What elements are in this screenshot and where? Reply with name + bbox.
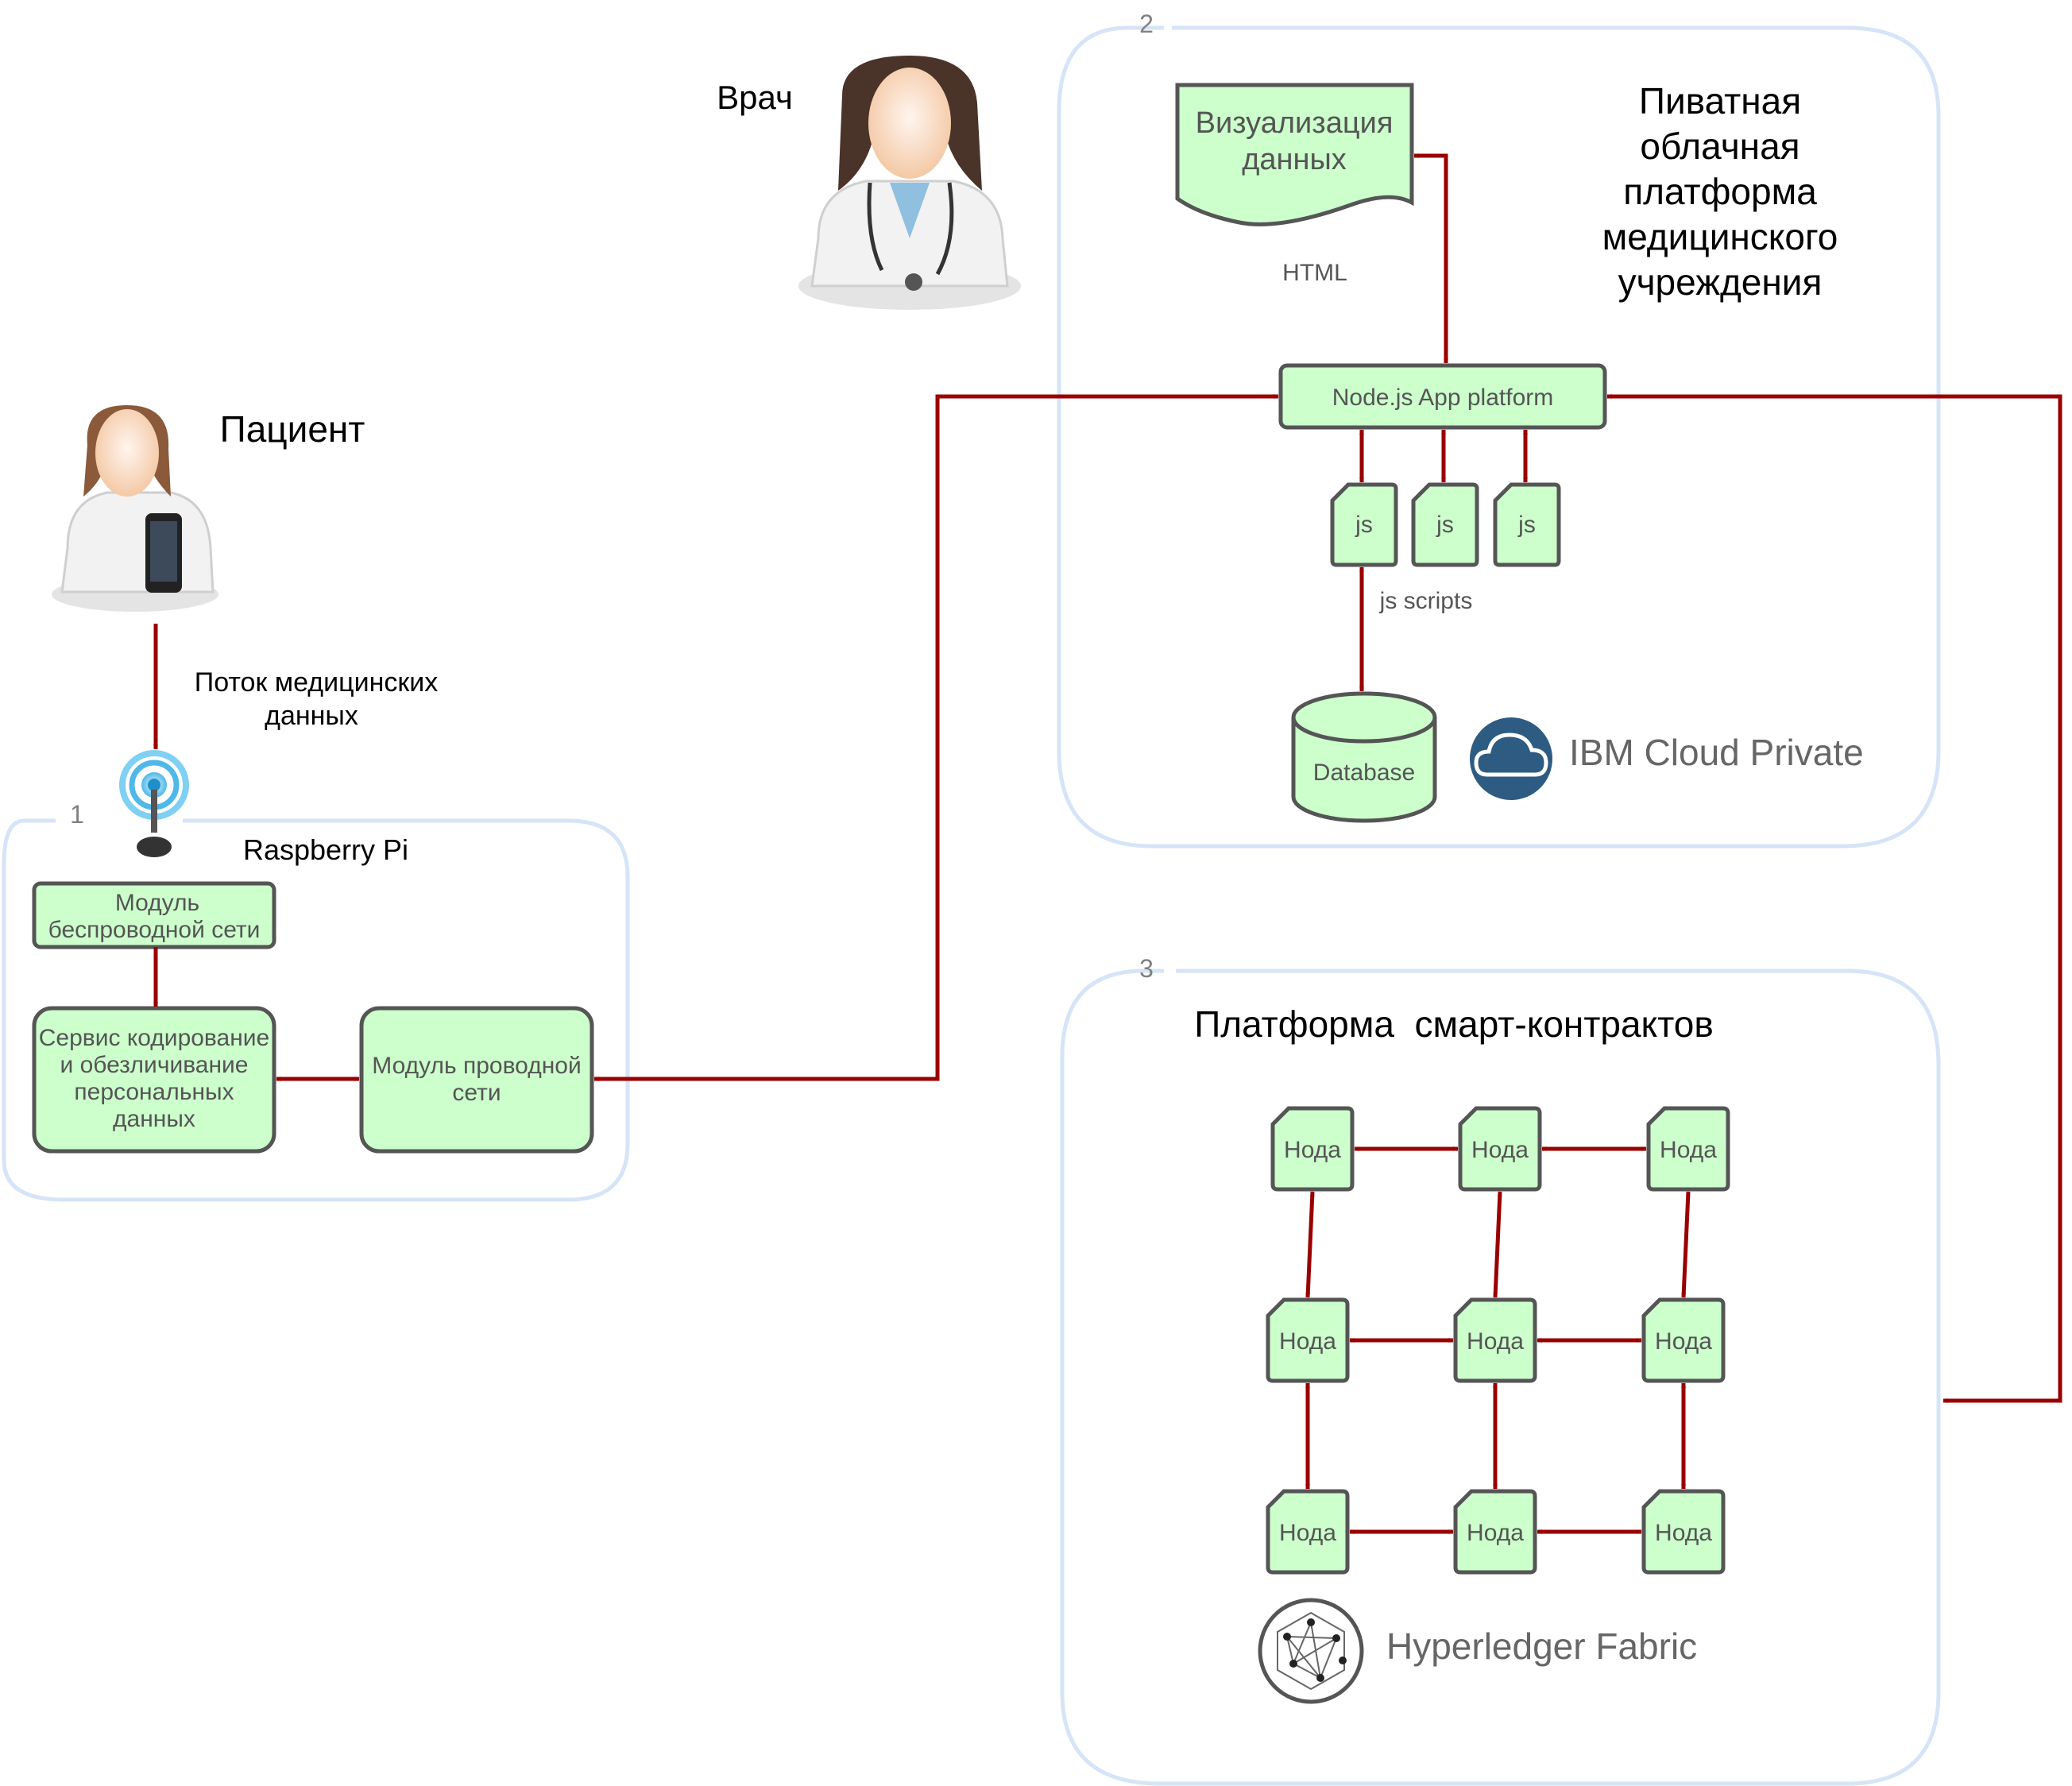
connector-app-platform-to-smart-contracts <box>1606 394 2062 1403</box>
hyperledger-logo-icon <box>1258 1598 1364 1704</box>
private-cloud-title-line-4: медицинского <box>1602 216 1838 257</box>
encoding-service-line-2: и обезличивание <box>60 1052 248 1078</box>
database-label: Database <box>1313 760 1415 786</box>
region-1-number: 1 <box>70 800 84 829</box>
blockchain-node-label: Нода <box>1467 1520 1524 1546</box>
hyperledger-fabric-label: Hyperledger Fabric <box>1386 1626 1697 1667</box>
blockchain-node-label: Нода <box>1284 1137 1341 1163</box>
nodejs-app-platform-block: Node.js App platform <box>1278 363 1607 430</box>
private-cloud-title-line-3: платформа <box>1623 171 1817 212</box>
html-label: HTML <box>1282 260 1347 286</box>
ibm-cloud-brand: IBM Cloud Private <box>1470 717 1864 800</box>
blockchain-node: Нода <box>1646 1106 1730 1192</box>
blockchain-node-label: Нода <box>1655 1328 1712 1355</box>
hyperledger-brand: Hyperledger Fabric <box>1258 1598 1697 1704</box>
node-connector <box>1681 1191 1691 1298</box>
connector-wired-to-app-platform <box>593 394 1279 1081</box>
database-cylinder: Database <box>1291 691 1437 823</box>
data-visualization-block: Визуализация данных <box>1175 83 1414 226</box>
smart-contracts-title: Платформа смарт-контрактов <box>1194 1003 1714 1045</box>
node-connector <box>1305 1191 1315 1298</box>
blockchain-node: Нода <box>1641 1489 1726 1575</box>
js-file-3-label: js <box>1517 512 1536 538</box>
wireless-module-line-1: Модуль <box>115 890 199 916</box>
region-private-cloud: 2 Пиватная облачная платформа медицинско… <box>1057 10 1941 849</box>
connector-visualization-app <box>1413 153 1448 364</box>
encoding-service-block: Сервис кодирование и обезличивание персо… <box>32 1006 276 1154</box>
blockchain-node: Нода <box>1458 1106 1542 1192</box>
region-3-number: 3 <box>1139 954 1154 983</box>
nodejs-app-platform-label: Node.js App platform <box>1332 385 1553 411</box>
wired-module-line-1: Модуль проводной <box>372 1053 581 1079</box>
blockchain-node-label: Нода <box>1660 1137 1717 1163</box>
raspberry-pi-title: Raspberry Pi <box>243 833 408 866</box>
encoding-service-line-4: данных <box>113 1106 195 1132</box>
wireless-module-block: Модуль беспроводной сети <box>32 881 276 949</box>
private-cloud-title-line-1: Пиватная <box>1639 80 1801 122</box>
blockchain-node: Нода <box>1270 1106 1355 1192</box>
node-connector <box>1493 1191 1502 1298</box>
blockchain-node: Нода <box>1266 1489 1350 1575</box>
encoding-service-line-3: персональных <box>74 1079 234 1105</box>
blockchain-node: Нода <box>1641 1297 1726 1383</box>
private-cloud-title-line-2: облачная <box>1640 126 1799 167</box>
js-file-1-label: js <box>1355 512 1373 538</box>
doctor-avatar-icon <box>798 56 1021 310</box>
blockchain-node: Нода <box>1453 1297 1537 1383</box>
blockchain-node: Нода <box>1266 1297 1350 1383</box>
private-cloud-title-line-5: учреждения <box>1618 261 1823 303</box>
flow-label-line-1: Поток медицинских <box>195 667 439 698</box>
js-file-3: js <box>1493 482 1561 567</box>
encoding-service-line-1: Сервис кодирование <box>39 1025 269 1051</box>
wireless-module-line-2: беспроводной сети <box>48 917 261 943</box>
blockchain-node-label: Нода <box>1471 1137 1529 1163</box>
cloud-icon <box>1470 717 1552 800</box>
blockchain-node-label: Нода <box>1655 1520 1712 1546</box>
blockchain-node-label: Нода <box>1467 1328 1524 1355</box>
patient-avatar-icon <box>52 405 218 612</box>
visualization-line-1: Визуализация <box>1196 106 1394 140</box>
doctor-label: Врач <box>717 79 793 116</box>
blockchain-node: Нода <box>1453 1489 1537 1575</box>
wired-module-block: Модуль проводной сети <box>359 1006 594 1154</box>
flow-label-line-2: данных <box>265 701 358 731</box>
js-file-2: js <box>1411 482 1479 567</box>
wired-module-line-2: сети <box>452 1080 501 1106</box>
connectors <box>153 153 2062 1403</box>
blockchain-node-label: Нода <box>1279 1520 1336 1546</box>
js-scripts-label: js scripts <box>1379 588 1473 614</box>
blockchain-node-label: Нода <box>1279 1328 1336 1355</box>
region-2-number: 2 <box>1139 10 1154 38</box>
js-file-1: js <box>1330 482 1398 567</box>
visualization-line-2: данных <box>1242 143 1347 176</box>
patient-label: Пациент <box>220 408 365 450</box>
js-file-2-label: js <box>1436 512 1454 538</box>
flow-label: Поток медицинских данных <box>195 667 439 731</box>
ibm-cloud-private-label: IBM Cloud Private <box>1569 732 1864 773</box>
wireless-antenna-icon <box>119 750 189 857</box>
private-cloud-title: Пиватная облачная платформа медицинского… <box>1602 80 1838 303</box>
